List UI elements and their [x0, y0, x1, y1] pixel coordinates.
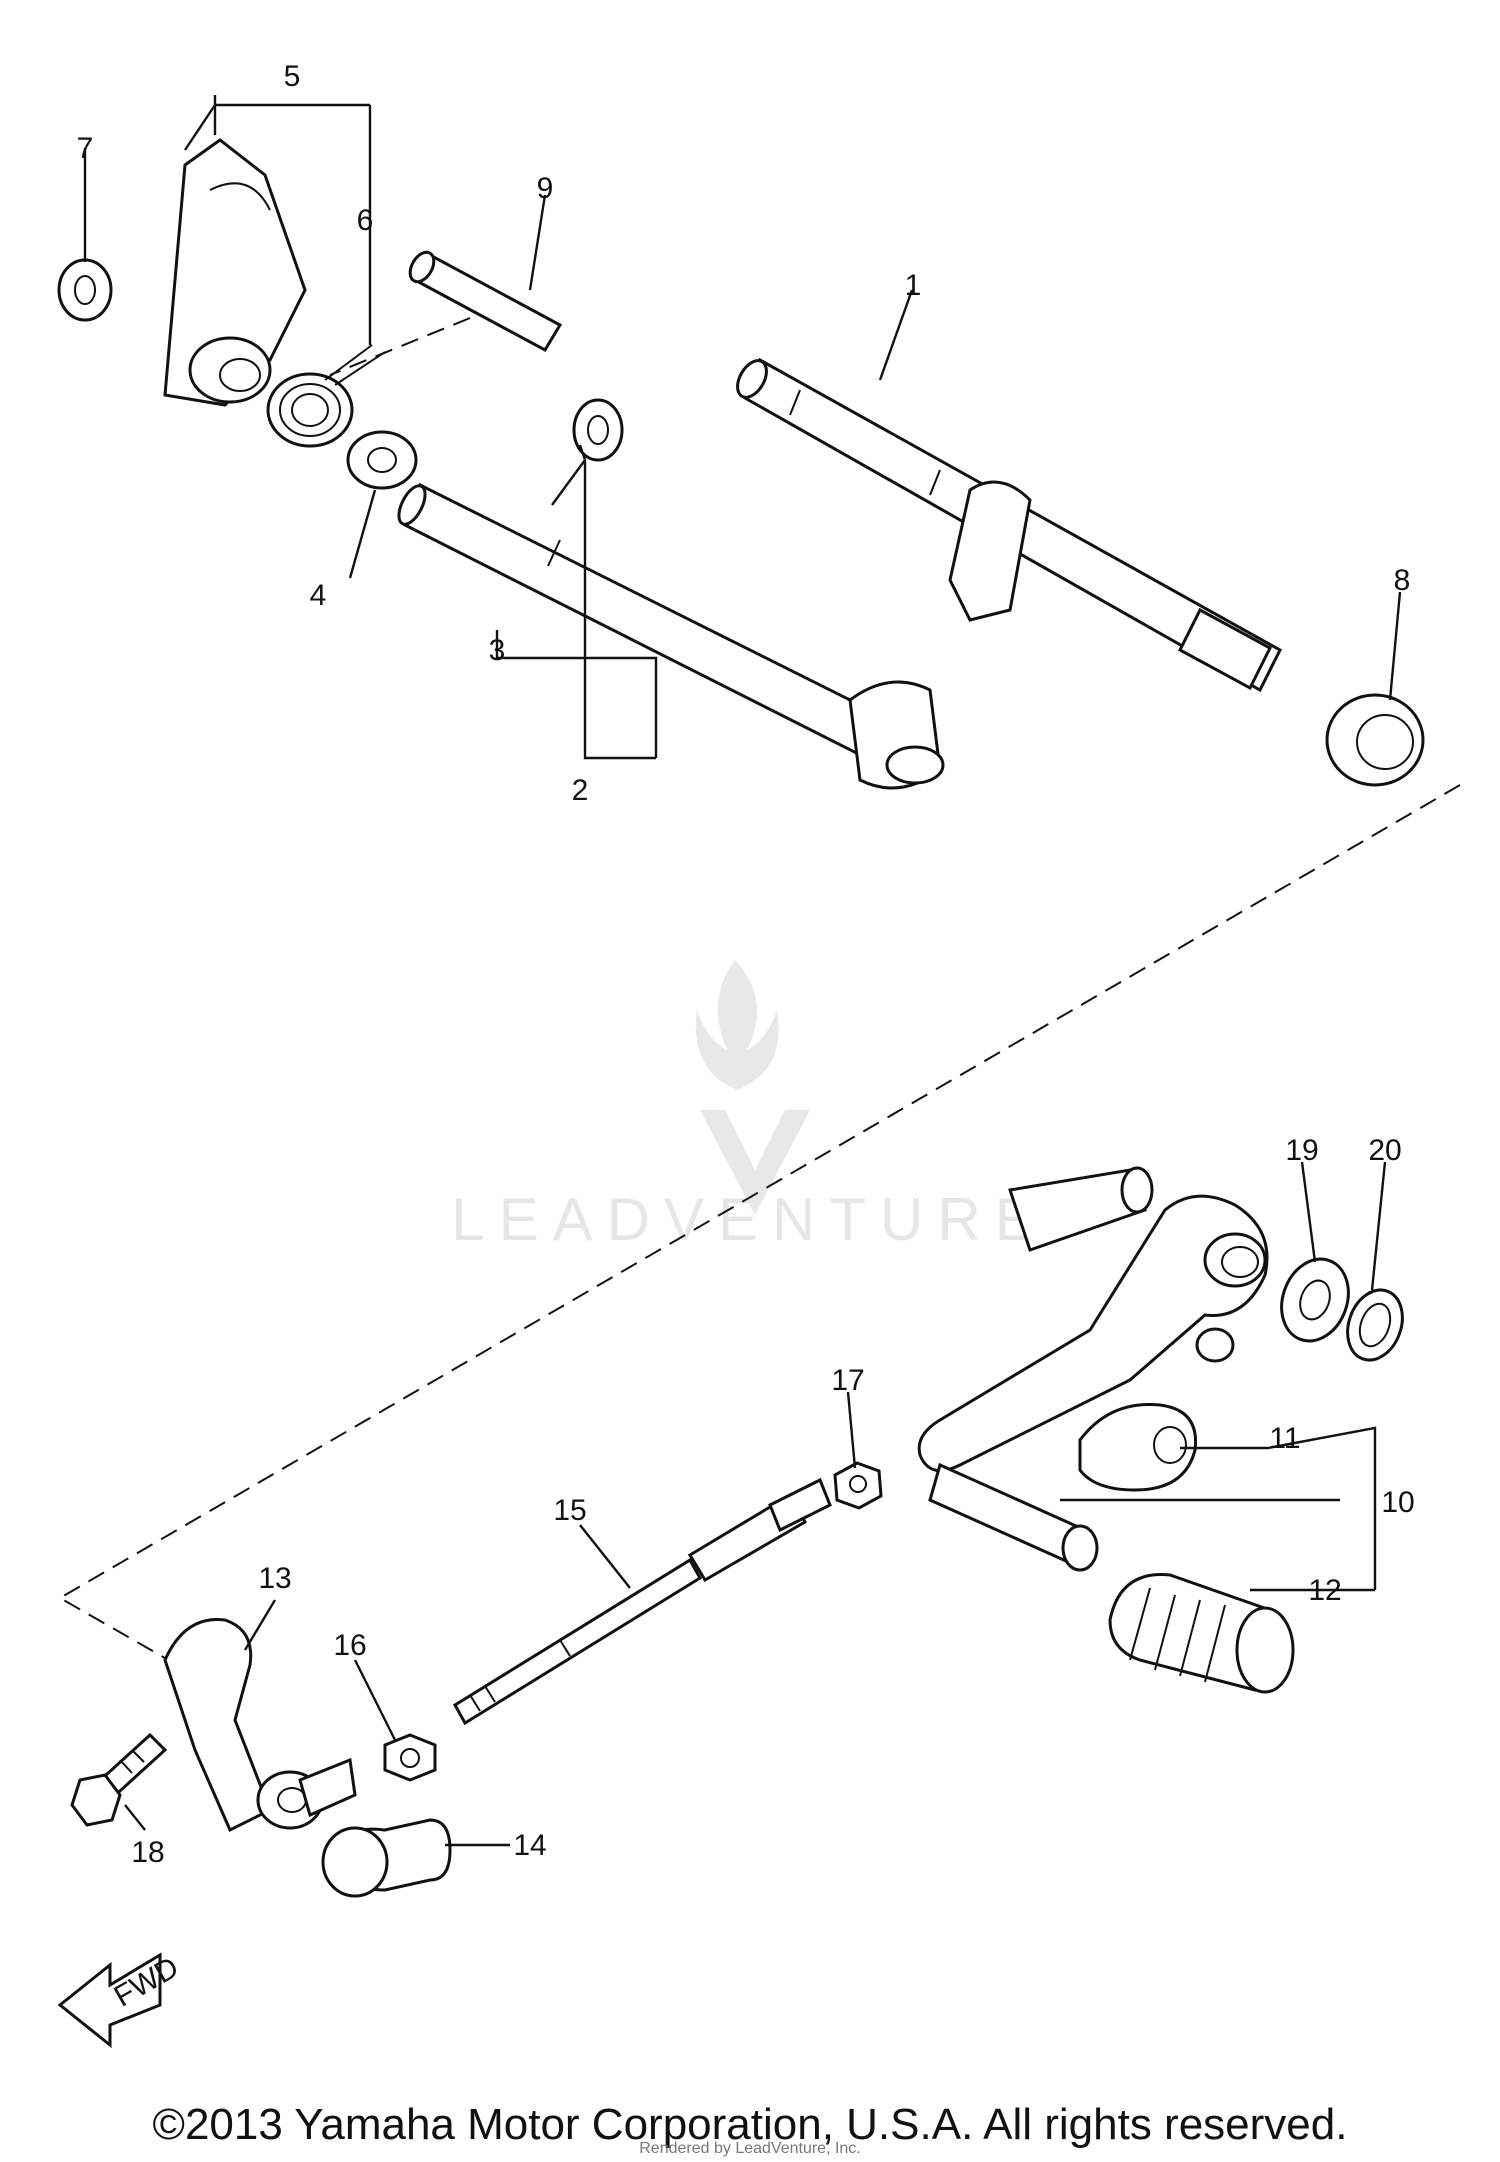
callout-16: 16: [333, 1629, 366, 1662]
part-7-circlip: [57, 258, 113, 322]
part-12-pedal-rubber: [1108, 1573, 1295, 1694]
fwd-arrow-icon: [57, 1952, 162, 2049]
leader-lines: [83, 95, 1402, 1847]
callout-11: 11: [1269, 1422, 1300, 1455]
leadventure-watermark: LEADVENTURE: [451, 960, 1048, 1253]
callout-4: 4: [310, 579, 327, 612]
callout-20: 20: [1368, 1134, 1401, 1167]
callout-19: 19: [1285, 1134, 1318, 1167]
part-9-pin: [408, 250, 563, 352]
callout-8: 8: [1394, 564, 1411, 597]
callout-labels: 5 6 7 9 1 8 4 3 2 19 20 17 11 10 15 12 1…: [77, 60, 1415, 1869]
callout-7: 7: [77, 132, 94, 165]
fwd-direction-arrow: FWD: [57, 1951, 184, 2049]
part-10-shift-pedal: [917, 1194, 1269, 1572]
part-8-oil-seal: [1325, 693, 1425, 787]
callout-12: 12: [1308, 1574, 1341, 1607]
part-1-shift-shaft: [736, 357, 1282, 693]
part-3-circlip: [572, 398, 624, 462]
callout-1: 1: [905, 269, 922, 302]
callout-5: 5: [284, 60, 301, 93]
part-16-nut: [383, 1733, 437, 1782]
callout-9: 9: [537, 172, 554, 205]
pin-guide-line: [329, 317, 471, 376]
callout-18: 18: [131, 1836, 164, 1869]
assembly-guide-line: [57, 784, 1461, 1659]
callout-6: 6: [357, 204, 374, 237]
v-logo-icon: [700, 1110, 810, 1215]
part-11-pedal-bolt: [1078, 1402, 1198, 1492]
callout-13: 13: [258, 1562, 291, 1595]
part-14-joint-cap: [321, 1818, 452, 1898]
part-20-circlip: [1346, 1288, 1404, 1362]
watermark-text: LEADVENTURE: [451, 1186, 1048, 1253]
part-19-washer: [1280, 1257, 1350, 1343]
part-13-shift-arm-lever: [163, 1618, 357, 1833]
part-18-bolt: [70, 1732, 168, 1827]
part-4-washer: [346, 430, 418, 490]
callout-15: 15: [553, 1494, 586, 1527]
callout-17: 17: [831, 1364, 864, 1397]
callout-10: 10: [1381, 1486, 1414, 1519]
callout-2: 2: [572, 774, 589, 807]
part-6-spring: [266, 344, 386, 448]
part-2-shift-shaft-assy: [397, 482, 945, 790]
flame-logo-icon: [695, 960, 779, 1090]
part-15-shift-rod: [452, 1477, 832, 1726]
render-credit: Rendered by LeadVenture, Inc.: [639, 2140, 861, 2157]
callout-14: 14: [513, 1829, 546, 1862]
copyright-notice: ©2013 Yamaha Motor Corporation, U.S.A. A…: [152, 2100, 1348, 2149]
part-5-shift-arm: [163, 138, 307, 407]
callout-3: 3: [489, 634, 506, 667]
shaft-end: [1008, 1166, 1154, 1252]
part-17-nut: [833, 1461, 883, 1510]
